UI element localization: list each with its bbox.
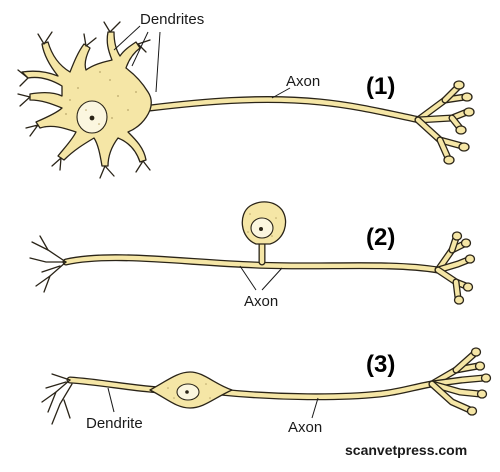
- neuron-2-axon-terminals: [434, 231, 476, 305]
- neuron-2-left-branches: [29, 235, 67, 293]
- neuron-1-multipolar: [17, 21, 475, 179]
- neuron-1-axon-shape: [146, 96, 424, 124]
- label-dendrite: Dendrite: [86, 415, 143, 432]
- neuron-3-label-pointers: [107, 387, 319, 419]
- neuron-2-pseudounipolar: [29, 201, 476, 305]
- label-axon-2: Axon: [244, 293, 278, 310]
- label-number-3: (3): [366, 351, 395, 378]
- neuron-1-label-pointers: [113, 25, 291, 99]
- label-axon-1: Axon: [286, 73, 320, 90]
- label-axon-3: Axon: [288, 419, 322, 436]
- label-dendrites: Dendrites: [140, 11, 204, 28]
- label-number-1: (1): [366, 73, 395, 100]
- neuron-2-label-pointers: [239, 265, 283, 291]
- neuron-3-bipolar: [41, 347, 492, 425]
- label-number-2: (2): [366, 224, 395, 251]
- neuron-3-axon-terminals: [428, 347, 492, 416]
- neuron-3-dendrite-branches: [41, 373, 73, 425]
- credit-text: scanvetpress.com: [345, 442, 467, 458]
- neuron-3-fiber-shape: [66, 376, 436, 401]
- neuron-1-axon-terminals: [414, 80, 475, 165]
- neuron-1-dendrite-tips: [17, 21, 151, 179]
- neuron-1-cell-body: [21, 31, 152, 167]
